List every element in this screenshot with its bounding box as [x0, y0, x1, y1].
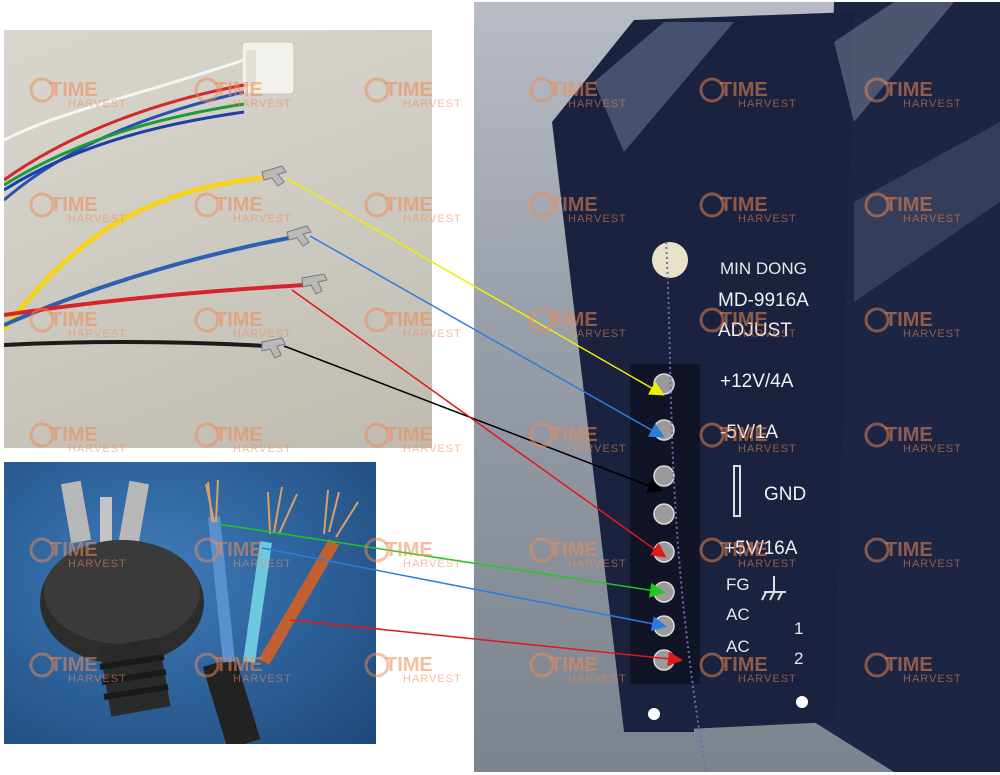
- watermark-time-text: TIME: [385, 539, 433, 561]
- brown-conductor: [258, 538, 340, 666]
- brand-label: MIN DONG: [720, 259, 807, 278]
- model-label: MD-9916A: [718, 290, 809, 311]
- plug-icon: [40, 480, 204, 717]
- black-wire: [4, 340, 267, 348]
- terminal-label-ac1: AC: [726, 605, 750, 624]
- spade-terminal-icon: [261, 165, 328, 359]
- terminal-label-minus5v: -5V/1A: [720, 422, 778, 443]
- mains-cable: [202, 657, 261, 744]
- psu-front-face: [552, 12, 854, 732]
- red-wire: [4, 283, 305, 317]
- ground-symbol-icon: [761, 576, 786, 601]
- watermark-harvest-text: HARVEST: [403, 558, 462, 570]
- plug-drawing: [40, 479, 359, 744]
- green-wire-top: [4, 102, 245, 187]
- watermark-time-text: TIME: [385, 654, 433, 676]
- copper-strands: [205, 479, 359, 538]
- adjust-label: ADJUST: [718, 320, 792, 341]
- blue-conductor: [208, 516, 235, 663]
- wire-harness-drawing: [4, 41, 328, 359]
- blue-wire-top: [4, 90, 245, 202]
- dc-wire-harness-photo: [4, 30, 432, 448]
- blue-wire-top-2: [4, 110, 245, 192]
- terminal-label-ac2: AC: [726, 637, 750, 656]
- terminal-label-fg: FG: [726, 575, 750, 594]
- mount-hole-right: [796, 696, 808, 708]
- terminal-label-ac1-num: 1: [794, 619, 803, 638]
- white-wire: [4, 58, 245, 142]
- mount-hole-left: [648, 708, 660, 720]
- yellow-wire: [4, 175, 265, 332]
- terminal-label-12v: +12V/4A: [720, 371, 794, 392]
- psu-side-panel: [814, 2, 1000, 772]
- power-supply-photo: MIN DONG MD-9916A ADJUST +12V/4A -5V/1A …: [474, 2, 1000, 772]
- terminal-label-5v: +5V/16A: [724, 538, 798, 559]
- watermark-harvest-text: HARVEST: [403, 673, 462, 685]
- psu-drawing: MIN DONG MD-9916A ADJUST +12V/4A -5V/1A …: [552, 2, 1000, 772]
- mains-plug-photo: [4, 462, 376, 744]
- adjust-potentiometer: [652, 242, 688, 278]
- terminal-label-gnd: GND: [764, 484, 806, 505]
- terminal-label-ac2-num: 2: [794, 649, 803, 668]
- green-yellow-conductor: [243, 541, 272, 663]
